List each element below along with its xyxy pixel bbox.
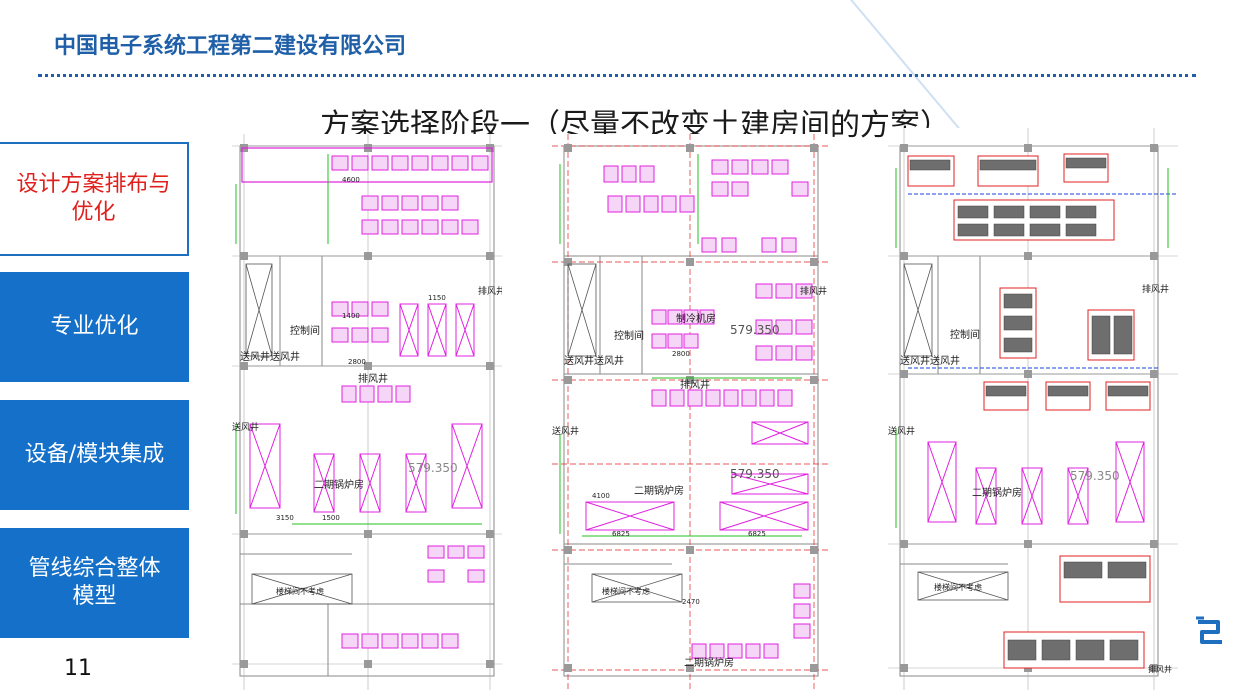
sidebar-item-professional-optimization[interactable]: 专业优化 [0, 272, 189, 382]
sidebar-item-equipment-integration[interactable]: 设备/模块集成 [0, 400, 189, 510]
floor-plan-3: 控制间 送风井送风井 排风井 送风井 二期锅炉房 579.350 楼梯间不考虑 … [888, 128, 1194, 690]
label-exhaust-shaft-2: 排风井 [800, 285, 827, 297]
label-boiler-room-2: 二期锅炉房 [684, 656, 734, 669]
floor-plan-2: 控制间 送风井送风井 排风井 排风井 送风井 制冷机房 579.350 579.… [552, 134, 830, 690]
label-exhaust-shaft-3: 排风井 [1148, 664, 1172, 674]
dim-text: 1400 [342, 312, 360, 320]
label-supply-shaft: 送风井送风井 [900, 354, 960, 367]
sidebar-item-label: 设计方案排布与 [16, 172, 171, 197]
header-dotted-divider [38, 74, 1196, 77]
label-not-considered: 楼梯间不考虑 [602, 586, 650, 596]
label-control-room: 控制间 [290, 324, 320, 337]
dim-text: 6825 [612, 530, 630, 538]
label-supply-shaft-2: 送风井 [888, 425, 915, 437]
label-supply-shaft: 送风井送风井 [564, 354, 624, 367]
label-not-considered: 楼梯间不考虑 [276, 586, 324, 596]
company-logo-icon [1196, 616, 1222, 644]
label-elevation-2: 579.350 [730, 467, 780, 481]
label-supply-shaft-2: 送风井 [552, 425, 579, 437]
dim-text: 1500 [322, 514, 340, 522]
page-number: 11 [64, 656, 92, 681]
label-elevation: 579.350 [1070, 469, 1120, 483]
dim-text: 2800 [672, 350, 690, 358]
dim-text: 2800 [348, 358, 366, 366]
dim-text: 1150 [428, 294, 446, 302]
company-name: 中国电子系统工程第二建设有限公司 [54, 34, 407, 59]
dim-text: 4100 [592, 492, 610, 500]
dim-text: 3150 [276, 514, 294, 522]
label-control-room: 控制间 [950, 328, 980, 341]
floor-plan-1: 控制间 送风井送风井 排风井 排风井 送风井 二期锅炉房 579.350 楼梯间… [232, 134, 502, 690]
label-boiler-room: 二期锅炉房 [972, 486, 1022, 499]
label-control-room: 控制间 [614, 329, 644, 342]
dim-text: 2470 [682, 598, 700, 606]
dim-text: 4600 [342, 176, 360, 184]
sidebar-item-label: 管线综合整体 [28, 556, 161, 581]
sidebar-item-pipeline-model[interactable]: 管线综合整体 模型 [0, 528, 189, 638]
label-not-considered: 楼梯间不考虑 [934, 582, 982, 592]
label-boiler-room: 二期锅炉房 [634, 484, 684, 497]
dim-text: 6825 [748, 530, 766, 538]
label-boiler-room: 二期锅炉房 [314, 478, 364, 491]
label-exhaust-shaft: 排风井 [680, 378, 710, 391]
sidebar-item-design-layout[interactable]: 设计方案排布与 优化 [0, 142, 189, 256]
label-elevation: 579.350 [730, 323, 780, 337]
sidebar-item-label: 专业优化 [50, 314, 139, 339]
sidebar-item-label: 设备/模块集成 [24, 442, 165, 467]
label-exhaust-shaft-2: 排风井 [478, 285, 502, 297]
sidebar-item-label: 模型 [72, 584, 117, 609]
label-supply-shaft: 送风井送风井 [240, 350, 300, 363]
label-supply-shaft-2: 送风井 [232, 421, 259, 433]
label-chiller-room: 制冷机房 [676, 312, 716, 325]
sidebar-item-label: 优化 [71, 200, 116, 225]
label-exhaust-shaft: 排风井 [358, 372, 388, 385]
label-exhaust-shaft: 排风井 [1142, 283, 1169, 295]
label-elevation: 579.350 [408, 461, 458, 475]
